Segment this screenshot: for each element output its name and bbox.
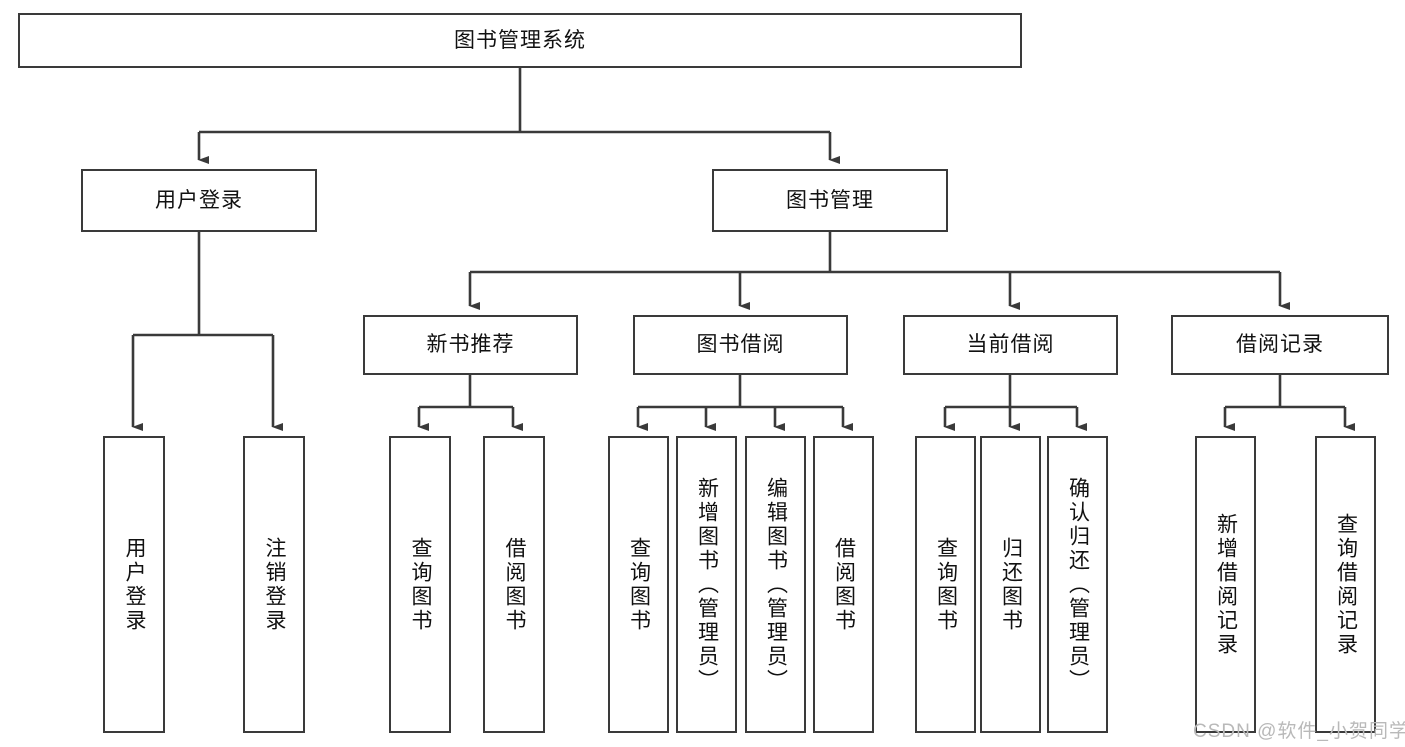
node-label: 新增借阅记录 xyxy=(1214,512,1238,657)
leaf-borrow-borrow-book[interactable]: 借阅图书 xyxy=(813,436,874,733)
leaf-record-query-borrow-record[interactable]: 查询借阅记录 xyxy=(1315,436,1376,733)
node-root-book-management-system[interactable]: 图书管理系统 xyxy=(18,13,1022,68)
leaf-current-confirm-return-admin[interactable]: 确认归还（管理员） xyxy=(1047,436,1108,733)
node-label: 借阅记录 xyxy=(1236,333,1324,357)
leaf-current-query-book[interactable]: 查询图书 xyxy=(915,436,976,733)
node-label: 编辑图书（管理员） xyxy=(764,476,788,693)
leaf-borrow-edit-book-admin[interactable]: 编辑图书（管理员） xyxy=(745,436,806,733)
node-label: 归还图书 xyxy=(999,536,1023,633)
node-current-borrow[interactable]: 当前借阅 xyxy=(903,315,1118,375)
leaf-recommend-borrow-book[interactable]: 借阅图书 xyxy=(483,436,545,733)
node-label: 图书借阅 xyxy=(696,333,785,357)
node-label: 注销登录 xyxy=(263,536,287,633)
node-label: 查询图书 xyxy=(627,536,651,633)
node-book-borrow[interactable]: 图书借阅 xyxy=(633,315,848,375)
node-label: 借阅图书 xyxy=(503,536,527,633)
node-label: 查询图书 xyxy=(934,536,958,633)
node-label: 新增图书（管理员） xyxy=(695,476,719,693)
node-label: 借阅图书 xyxy=(832,536,856,633)
node-label: 图书管理系统 xyxy=(454,28,586,52)
node-label: 当前借阅 xyxy=(966,333,1055,357)
node-label: 查询借阅记录 xyxy=(1334,512,1358,657)
leaf-borrow-add-book-admin[interactable]: 新增图书（管理员） xyxy=(676,436,737,733)
node-label: 用户登录 xyxy=(155,188,243,212)
leaf-recommend-query-book[interactable]: 查询图书 xyxy=(389,436,451,733)
csdn-watermark: CSDN @软件_小贺同学 xyxy=(1193,721,1405,742)
node-label: 新书推荐 xyxy=(426,333,515,357)
node-label: 确认归还（管理员） xyxy=(1066,476,1090,693)
node-borrow-record[interactable]: 借阅记录 xyxy=(1171,315,1389,375)
node-label: 用户登录 xyxy=(123,536,147,633)
leaf-user-login-logout[interactable]: 注销登录 xyxy=(243,436,305,733)
node-new-book-recommend[interactable]: 新书推荐 xyxy=(363,315,578,375)
leaf-record-add-borrow-record[interactable]: 新增借阅记录 xyxy=(1195,436,1256,733)
leaf-user-login-login[interactable]: 用户登录 xyxy=(103,436,165,733)
node-user-login[interactable]: 用户登录 xyxy=(81,169,317,232)
node-label: 图书管理 xyxy=(786,188,874,212)
node-label: 查询图书 xyxy=(409,536,433,633)
leaf-current-return-book[interactable]: 归还图书 xyxy=(980,436,1041,733)
node-book-management[interactable]: 图书管理 xyxy=(712,169,948,232)
leaf-borrow-query-book[interactable]: 查询图书 xyxy=(608,436,669,733)
